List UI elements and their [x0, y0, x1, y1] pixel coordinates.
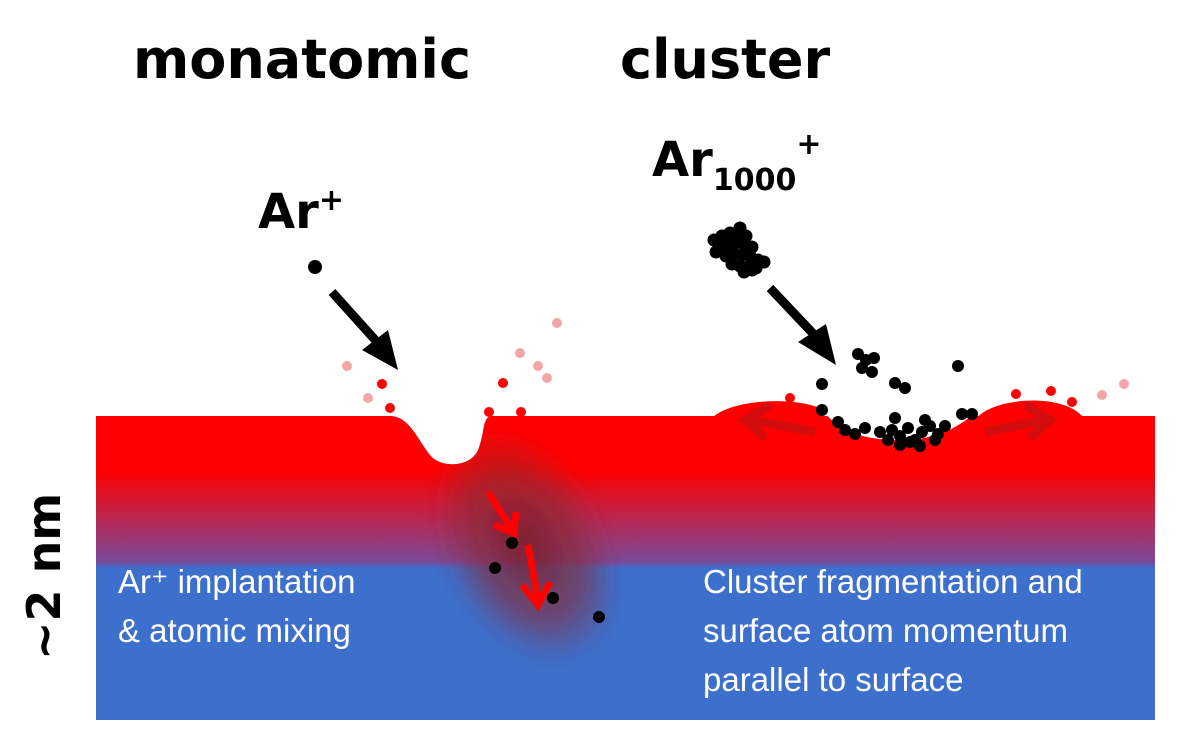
implant-arrow-upper	[485, 490, 515, 532]
implanted-ar-atom	[489, 562, 501, 574]
ar-cluster-atom	[709, 245, 723, 259]
ar-fragment	[914, 440, 926, 452]
ar-cluster-atom	[745, 263, 759, 277]
implant-arrow-lower	[524, 544, 542, 601]
ar-fragment	[874, 426, 886, 438]
depth-label: ~2 nm	[17, 493, 71, 660]
ar-fragment	[856, 362, 868, 374]
sputtered-atom	[484, 407, 494, 417]
sputtered-atom	[377, 379, 387, 389]
ar-fragment	[956, 408, 968, 420]
ar-fragment	[882, 434, 894, 446]
sputtered-atom	[498, 378, 508, 388]
ion-label-monatomic: Ar+	[258, 183, 344, 240]
incident-ar-atom	[308, 260, 322, 274]
momentum-arrow-right	[984, 415, 1046, 437]
caption-monatomic-line-2: & atomic mixing	[118, 612, 351, 649]
momentum-arrows	[737, 401, 1058, 442]
ion-label-cluster-sub: 1000	[713, 163, 797, 198]
sputtered-atom	[785, 393, 795, 403]
ar-fragment	[839, 424, 851, 436]
sputtered-atom	[1067, 397, 1077, 407]
ar-cluster-atom	[733, 221, 747, 235]
caption-monatomic: Ar⁺ implantation & atomic mixing	[118, 563, 365, 649]
sputtered-atom	[1011, 389, 1021, 399]
title-cluster: cluster	[620, 28, 831, 91]
material-slab	[96, 416, 1155, 720]
cluster-fragments	[816, 348, 978, 452]
ar-cluster-atom	[757, 255, 771, 269]
caption-cluster-line-3: parallel to surface	[703, 661, 963, 698]
ion-label-monatomic-sup: +	[319, 183, 344, 218]
implanted-ar-atom	[506, 537, 518, 549]
ar-fragment	[849, 428, 861, 440]
ar-fragment	[929, 434, 941, 446]
momentum-arrow-left-head	[737, 401, 773, 442]
ar-fragment	[832, 416, 844, 428]
sputtered-atom	[363, 393, 373, 403]
sputtered-atom	[385, 403, 395, 413]
momentum-arrow-right-head	[1022, 401, 1058, 442]
ar-fragment	[952, 360, 964, 372]
sputtered-atom	[552, 318, 562, 328]
sputtered-atom	[1046, 386, 1056, 396]
ar-fragment	[889, 412, 901, 424]
sputtered-atom	[1097, 390, 1107, 400]
cluster-crater-rim-left	[712, 401, 830, 420]
ar-fragment	[816, 404, 828, 416]
ar-fragment	[868, 352, 880, 364]
implantation-arrows	[485, 490, 554, 612]
ar-fragment	[966, 408, 978, 420]
ar-fragment	[919, 414, 931, 426]
incident-arrow-monatomic-head	[362, 330, 398, 370]
monatomic-crater	[392, 416, 490, 465]
ar-fragment	[904, 436, 916, 448]
ar-fragment	[894, 430, 906, 442]
ar-fragment	[902, 422, 914, 434]
ion-label-cluster: Ar1000+	[652, 127, 821, 198]
ion-label-monatomic-base: Ar	[258, 184, 319, 240]
incident-arrow-cluster-head	[798, 324, 836, 365]
ar-fragment	[939, 420, 951, 432]
caption-cluster: Cluster fragmentation and surface atom m…	[703, 563, 1092, 698]
sputtered-atom	[533, 361, 543, 371]
implanted-ar-atom	[547, 592, 559, 604]
sputtered-atom	[542, 373, 552, 383]
momentum-arrow-left	[749, 415, 816, 437]
ar-fragment	[894, 439, 906, 451]
sputtered-atom	[515, 348, 525, 358]
sputtered-atom	[342, 361, 352, 371]
sputtered-atom	[1119, 379, 1129, 389]
implanted-ar-atom	[593, 611, 605, 623]
caption-cluster-line-1: Cluster fragmentation and	[703, 563, 1083, 600]
caption-monatomic-line-1: Ar⁺ implantation	[118, 563, 356, 600]
ar-fragment	[889, 377, 901, 389]
ar-fragment	[899, 382, 911, 394]
mixing-zone	[431, 428, 619, 662]
caption-cluster-line-2: surface atom momentum	[703, 612, 1068, 649]
ar-fragment	[859, 422, 871, 434]
implant-arrow-upper-head	[492, 511, 520, 538]
sputtered-atom	[516, 407, 526, 417]
sputtered-atoms-cluster	[785, 379, 1129, 407]
incident-ar-cluster	[707, 221, 771, 279]
title-monatomic: monatomic	[133, 28, 471, 91]
implant-arrow-lower-head	[519, 580, 554, 612]
ion-label-cluster-base: Ar	[652, 132, 713, 188]
ar-fragment	[866, 366, 878, 378]
implanted-ar-atoms	[489, 537, 605, 623]
ion-label-cluster-sup: +	[796, 127, 821, 162]
ar-fragment	[816, 378, 828, 390]
sputtered-atoms-monatomic	[342, 318, 562, 417]
